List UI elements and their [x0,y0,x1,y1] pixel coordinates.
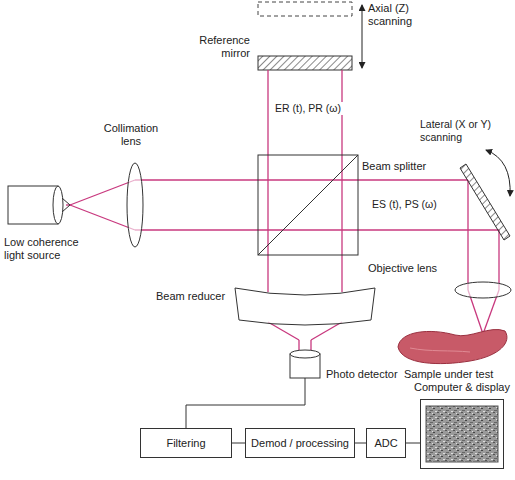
process-box: ADC [366,428,406,458]
process-box: Demod / processing [245,428,355,458]
axial-scan-arrow [362,5,363,68]
part-label: Reference mirror [186,34,250,60]
box-label: Filtering [166,437,205,450]
objective-lens [455,282,511,298]
collimation-lens [127,163,143,247]
signal-connector [355,443,366,444]
part-label: Lateral (X or Y) scanning [420,118,512,144]
detector-wire [186,378,305,428]
light-source-tip [62,198,70,212]
part-label: Sample under test [404,368,508,381]
light-beams [66,70,499,352]
beam-reducer [235,288,375,325]
part-label: ES (t), PS (ω) [372,198,456,211]
part-label: Beam reducer [156,290,234,303]
part-label: ER (t), PR (ω) [273,102,343,115]
node-heading: Computer & display [412,381,512,394]
sample-highlight [410,348,470,352]
signal-connector [406,443,420,444]
sample-tissue [398,329,507,363]
part-label: Objective lens [368,262,446,275]
mirror-scan-position [258,2,352,16]
process-box: Filtering [140,428,232,458]
part-label: Collimation lens [96,122,166,148]
lateral-scan-arrow [486,150,510,196]
signal-connector [232,443,245,444]
photo-detector-top [290,350,320,358]
part-label: Axial (Z) scanning [368,2,428,28]
part-label: Beam splitter [362,160,442,173]
light-source-body [8,186,58,224]
box-label: Demod / processing [251,437,349,450]
beam-splitter-diagonal [258,155,358,255]
scanning-mirror [460,164,510,240]
reference-mirror [258,56,352,70]
computer-display: Computer & display [412,381,512,471]
screen-noise [421,400,503,468]
beam-splitter-cube [258,155,358,255]
display-frame [420,399,504,469]
part-label: Photo detector [326,368,416,381]
box-label: ADC [374,437,397,450]
light-source-end [53,186,63,224]
part-label: Low coherence light source [4,236,96,262]
